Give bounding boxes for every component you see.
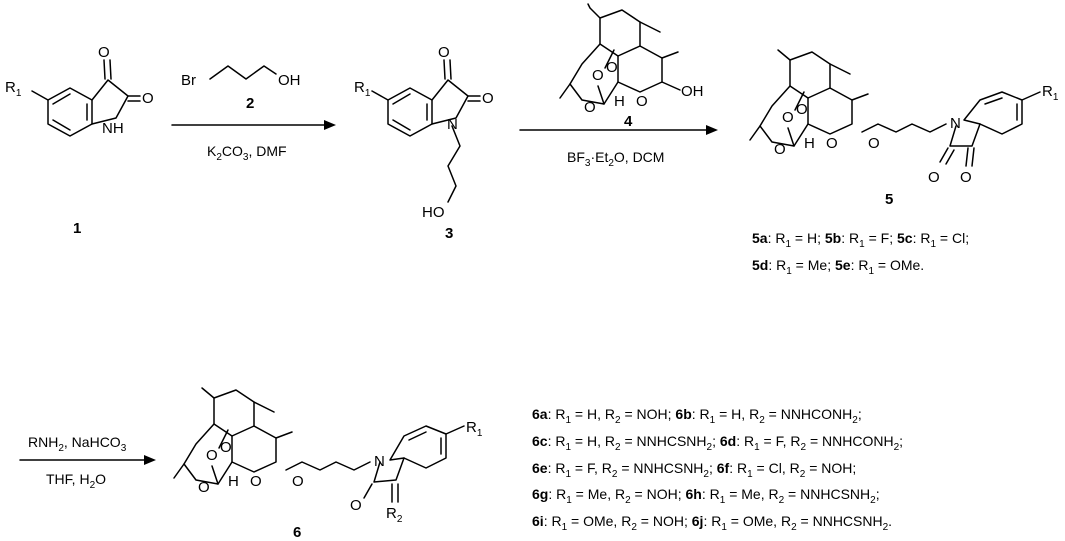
c2-br: Br [181,72,196,89]
reaction-arrow-1 [171,120,336,130]
c1-oxo-1: O [98,44,110,61]
c1-nh: NH [102,120,124,137]
c6-r1: R1 [466,419,483,439]
compound-1-label: 1 [73,220,81,237]
legend6-line-3: 6e: R1 = F, R2 = NNHCSNH2; 6f: R1 = Cl, … [532,459,857,480]
c6-h: H [228,473,239,490]
c4-oh: OH [681,83,704,100]
c4-peroxide-o2: O [606,59,618,76]
c3-r: R1 [354,79,371,99]
legend5-line-2: 5d: R1 = Me; 5e: R1 = OMe. [752,256,925,277]
c6-n: N [374,453,385,470]
c5-oxo-1: O [928,169,940,186]
c5-peroxide-o2: O [796,101,808,118]
c1-r: R1 [5,79,22,99]
compound-1-structure: O O NH R1 [5,44,154,137]
c6-ring-o: O [198,479,210,496]
c6-ether-o: O [292,473,304,490]
c4-ring-o: O [584,99,596,116]
compound-5-structure: O O O O H O N O O R1 [749,49,1059,186]
c6-peroxide-o1: O [206,447,218,464]
c5-r: R1 [1042,83,1059,103]
compound-4-structure: O O O O H OH [559,3,704,116]
c6-oxo: O [350,497,362,514]
c5-ring-o2: O [826,135,838,152]
reagent-2-structure: Br OH [181,65,301,89]
reaction-arrow-2 [519,125,718,135]
c6-ring-o2: O [250,473,262,490]
compound-6-variants-legend: 6a: R1 = H, R2 = NOH; 6b: R1 = H, R2 = N… [532,404,903,538]
step3-conditions-line1: RNH2, NaHCO3 [28,434,127,454]
c3-n: N [447,116,458,133]
c4-peroxide-o1: O [592,67,604,84]
c4-h: H [614,93,625,110]
compound-3-label: 3 [445,225,453,242]
c4-lactol-o: O [636,93,648,110]
legend6-line-2: 6c: R1 = H, R2 = NNHCSNH2; 6d: R1 = F, R… [532,432,904,453]
c5-h: H [804,135,815,152]
reaction-arrow-3 [19,455,156,465]
c5-ether-o: O [868,135,880,152]
compound-5-label: 5 [885,191,893,208]
compound-4-label: 4 [624,113,633,130]
compound-6-structure: O O O O H O N O R2 R1 [173,387,483,525]
c5-n: N [950,115,961,132]
c6-peroxide-o2: O [220,439,232,456]
legend5-line-1: 5a: R1 = H; 5b: R1 = F; 5c: R1 = Cl; [752,230,970,250]
c3-oxo-2: O [482,90,494,107]
c5-ring-o: O [774,141,786,158]
step3-conditions-line2: THF, H2O [46,471,106,491]
compound-2-label: 2 [246,95,254,112]
c2-oh: OH [278,72,301,89]
compound-3-structure: O O N R1 HO [354,44,494,221]
legend6-line-1: 6a: R1 = H, R2 = NOH; 6b: R1 = H, R2 = N… [532,406,862,426]
legend6-line-5: 6i: R1 = OMe, R2 = NOH; 6j: R1 = OMe, R2… [532,513,893,533]
compound-6-label: 6 [293,524,301,541]
legend6-line-4: 6g: R1 = Me, R2 = NOH; 6h: R1 = Me, R2 =… [532,486,880,507]
step1-conditions: K2CO3, DMF [207,143,287,163]
c5-oxo-2: O [960,169,972,186]
c5-peroxide-o1: O [782,109,794,126]
c3-ho: HO [422,204,445,221]
c6-r2: R2 [386,505,403,525]
step2-conditions: BF3·Et2O, DCM [567,149,664,169]
compound-5-variants-legend: 5a: R1 = H; 5b: R1 = F; 5c: R1 = Cl; 5d: … [752,228,969,282]
c1-oxo-2: O [142,90,154,107]
c3-oxo-1: O [438,44,450,61]
